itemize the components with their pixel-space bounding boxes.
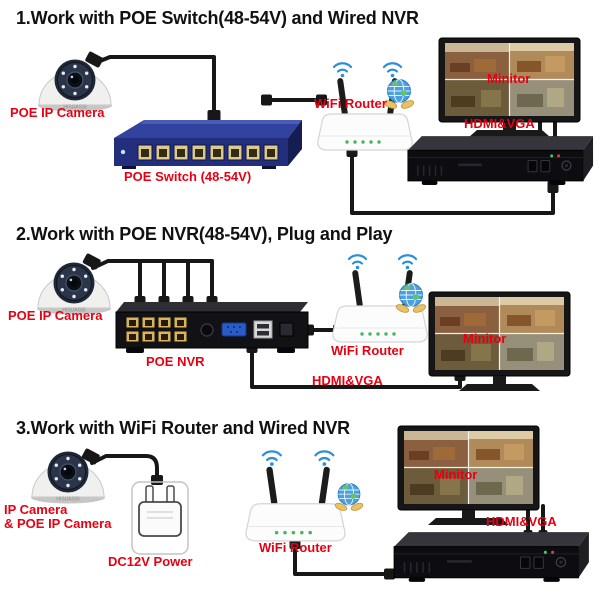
section-2-title: 2.Work with POE NVR(48-54V), Plug and Pl… (16, 224, 393, 244)
cable-poenvr-to-monitor (250, 344, 462, 389)
hdmi-vga-label-3: HDMI&VGA (486, 514, 557, 529)
poe-switch-illustration (110, 116, 305, 174)
ip-camera-illustration-3 (28, 442, 108, 504)
router-label-3: WiFi Router (259, 540, 332, 555)
cable-router-to-nvr (350, 148, 555, 215)
switch-label: POE Switch (48-54V) (124, 169, 252, 184)
dc-power-label: DC12V Power (108, 554, 193, 569)
cable-router3-to-nvr (293, 541, 392, 576)
camera-label-3: IP Camera & POE IP Camera (4, 503, 111, 531)
cable-camera-to-power (90, 454, 159, 485)
router-label-1: WiFi Router (314, 96, 387, 111)
poe-ip-camera-illustration-2 (34, 253, 114, 315)
section-1-title: 1.Work with POE Switch(48-54V) and Wired… (16, 8, 419, 28)
camera-label-1: POE IP Camera (10, 105, 105, 120)
section-3-title: 3.Work with WiFi Router and Wired NVR (16, 418, 350, 438)
monitor-label-1: Minitor (487, 71, 531, 86)
monitor-label-3: Minitor (434, 467, 478, 482)
poe-nvr-label: POE NVR (146, 354, 205, 369)
router-label-2: WiFi Router (331, 343, 404, 358)
nvr-illustration-1 (404, 132, 596, 188)
internet-globe-icon-2 (393, 282, 429, 314)
camera-label-3-line2: & POE IP Camera (4, 516, 112, 531)
monitor-label-2: Minitor (463, 331, 507, 346)
hdmi-vga-label-1: HDMI&VGA (464, 116, 535, 131)
poe-nvr-illustration (112, 296, 312, 358)
poe-ip-camera-illustration-1 (35, 50, 115, 112)
internet-globe-icon-3 (332, 482, 366, 512)
hdmi-vga-label-2: HDMI&VGA (312, 373, 383, 388)
camera-label-2: POE IP Camera (8, 308, 103, 323)
nvr-illustration-3 (390, 528, 592, 585)
dc-power-adapter-illustration (130, 480, 190, 556)
camera-label-3-line1: IP Camera (4, 502, 68, 517)
